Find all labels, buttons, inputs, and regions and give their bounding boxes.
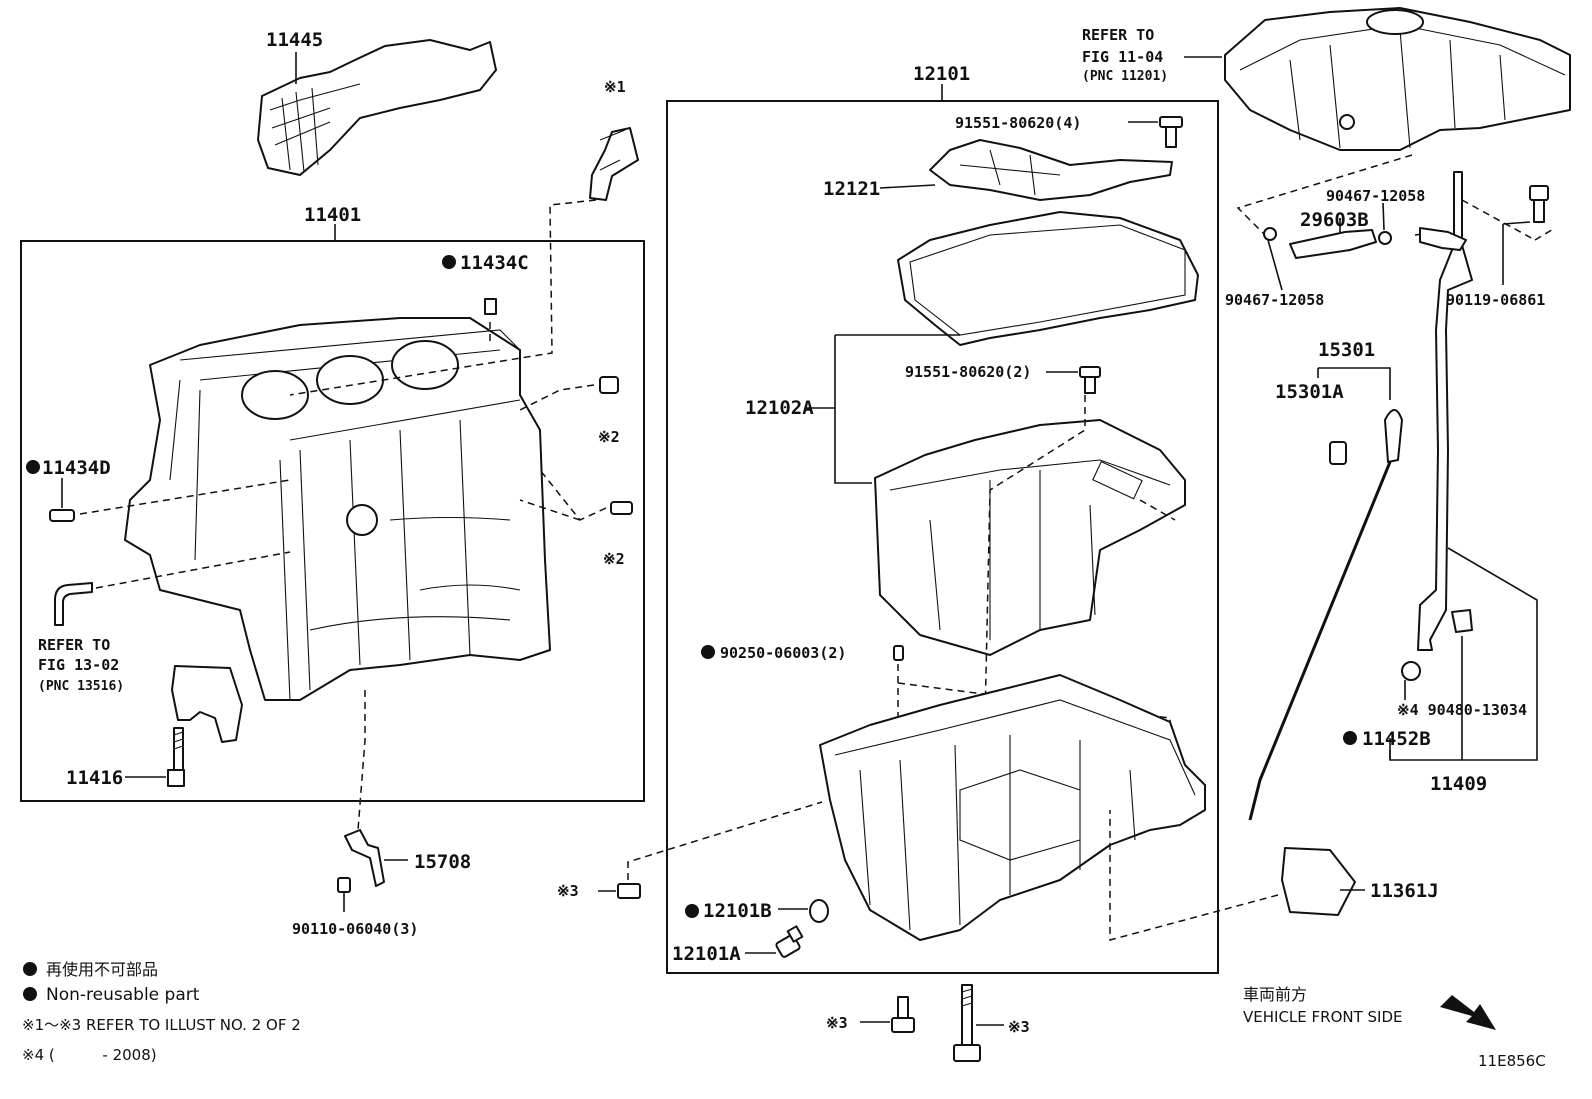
label-mark3-bolt2: ※3 bbox=[1008, 1018, 1030, 1036]
refer-11-04-line1: REFER TO bbox=[1082, 26, 1154, 44]
label-11434c: 11434C bbox=[460, 252, 529, 274]
refer-13-02-line2: FIG 13-02 bbox=[38, 656, 119, 674]
bolt-91551-2-shape bbox=[1079, 366, 1101, 394]
guide-tube-shape bbox=[1417, 171, 1473, 651]
hose-13516-shape bbox=[54, 582, 93, 626]
label-90119: 90119-06861 bbox=[1446, 291, 1545, 309]
label-15301: 15301 bbox=[1318, 339, 1375, 361]
oil-pan-lower-shape bbox=[819, 674, 1206, 941]
bolt-91551-4-shape bbox=[1159, 116, 1183, 148]
gasket-upper-shape bbox=[897, 211, 1199, 346]
label-12121: 12121 bbox=[823, 178, 880, 200]
oil-pump-shape bbox=[1224, 7, 1571, 151]
legend-refer-illust: ※1～※3 REFER TO ILLUST NO. 2 OF 2 bbox=[22, 1016, 301, 1034]
front-label-jp: 車両前方 bbox=[1243, 985, 1307, 1004]
bearing-cap-shape bbox=[171, 665, 243, 743]
bolt-mark3-long-shape bbox=[953, 984, 981, 1062]
label-mark2a: ※2 bbox=[598, 428, 620, 446]
plug-11434d-shape bbox=[49, 509, 75, 522]
label-90250: 90250-06003(2) bbox=[720, 644, 846, 662]
label-11361j: 11361J bbox=[1370, 880, 1439, 902]
label-11409: 11409 bbox=[1430, 773, 1487, 795]
diagram-code: 11E856C bbox=[1478, 1052, 1546, 1070]
plug-mark3-shape bbox=[598, 883, 641, 899]
clamp-90467-bot-shape bbox=[1263, 227, 1277, 241]
plug-mark2b-shape bbox=[610, 501, 633, 515]
label-91551-2: 91551-80620(2) bbox=[905, 363, 1031, 381]
label-90480: ※4 90480-13034 bbox=[1397, 701, 1527, 719]
o-ring-90480-shape bbox=[1401, 661, 1421, 681]
non-reusable-dot-icon bbox=[685, 904, 699, 918]
legend-note4: ※4 ( - 2008) bbox=[22, 1046, 157, 1064]
gasket-12101b-shape bbox=[809, 899, 829, 923]
cover-11361j-shape bbox=[1281, 847, 1356, 916]
refer-13-02-line3: (PNC 13516) bbox=[38, 679, 124, 694]
label-90467-bot: 90467-12058 bbox=[1225, 291, 1324, 309]
baffle-plate-12121-shape bbox=[929, 139, 1173, 201]
cylinder-block-group-box bbox=[20, 240, 645, 802]
label-90467-top: 90467-12058 bbox=[1326, 187, 1425, 205]
non-reusable-dot-icon bbox=[23, 962, 37, 976]
label-91551-4: 91551-80620(4) bbox=[955, 114, 1081, 132]
label-mark3-plug: ※3 bbox=[557, 882, 579, 900]
label-12101a: 12101A bbox=[672, 943, 741, 965]
label-12101b: 12101B bbox=[703, 900, 772, 922]
label-15301a: 15301A bbox=[1275, 381, 1344, 403]
label-11452b: 11452B bbox=[1362, 728, 1431, 750]
label-12101: 12101 bbox=[913, 63, 970, 85]
legend-non-reusable-jp: 再使用不可部品 bbox=[46, 960, 158, 979]
cylinder-block-shape bbox=[124, 317, 551, 701]
non-reusable-dot-icon bbox=[442, 255, 456, 269]
front-label-en: VEHICLE FRONT SIDE bbox=[1243, 1008, 1403, 1026]
plug-11434c-shape bbox=[484, 298, 497, 315]
plug-mark2a-shape bbox=[599, 376, 619, 394]
non-reusable-dot-icon bbox=[23, 987, 37, 1001]
bolt-90110-shape bbox=[337, 877, 351, 912]
dipstick-grip-15301a-shape bbox=[1329, 441, 1347, 465]
bolt-11416-shape bbox=[167, 727, 185, 787]
non-reusable-dot-icon bbox=[26, 460, 40, 474]
label-mark3-bolt1: ※3 bbox=[826, 1014, 848, 1032]
dipstick-shape bbox=[1384, 409, 1403, 463]
label-11401: 11401 bbox=[304, 204, 361, 226]
oil-pan-upper-shape bbox=[874, 419, 1186, 656]
label-mark1: ※1 bbox=[604, 78, 626, 96]
front-arrow-icon bbox=[1440, 995, 1496, 1030]
non-reusable-dot-icon bbox=[1343, 731, 1357, 745]
label-11445: 11445 bbox=[266, 29, 323, 51]
label-12102a: 12102A bbox=[745, 397, 814, 419]
refer-11-04-line2: FIG 11-04 bbox=[1082, 48, 1163, 66]
clamp-90467-top-shape bbox=[1378, 231, 1392, 245]
drain-plug-12101a-shape bbox=[775, 925, 804, 958]
sensor-15708-shape bbox=[344, 829, 408, 887]
label-29603b: 29603B bbox=[1300, 209, 1369, 231]
hose-29603b-shape bbox=[1289, 229, 1377, 259]
stud-90250-shape bbox=[893, 645, 904, 661]
insulator-11445-shape bbox=[257, 39, 497, 176]
legend-non-reusable-en: Non-reusable part bbox=[46, 985, 200, 1005]
label-90110: 90110-06040(3) bbox=[292, 920, 418, 938]
label-11416: 11416 bbox=[66, 767, 123, 789]
bolt-mark3-short-shape bbox=[891, 996, 915, 1033]
label-11434d: 11434D bbox=[42, 457, 111, 479]
bracket-mark1-shape bbox=[589, 127, 639, 201]
label-mark2b: ※2 bbox=[603, 550, 625, 568]
refer-13-02-line1: REFER TO bbox=[38, 636, 110, 654]
plug-11452b-shape bbox=[1451, 609, 1473, 633]
refer-11-04-line3: (PNC 11201) bbox=[1082, 69, 1168, 84]
label-15708: 15708 bbox=[414, 851, 471, 873]
non-reusable-dot-icon bbox=[701, 645, 715, 659]
bolt-90119-shape bbox=[1529, 185, 1549, 223]
